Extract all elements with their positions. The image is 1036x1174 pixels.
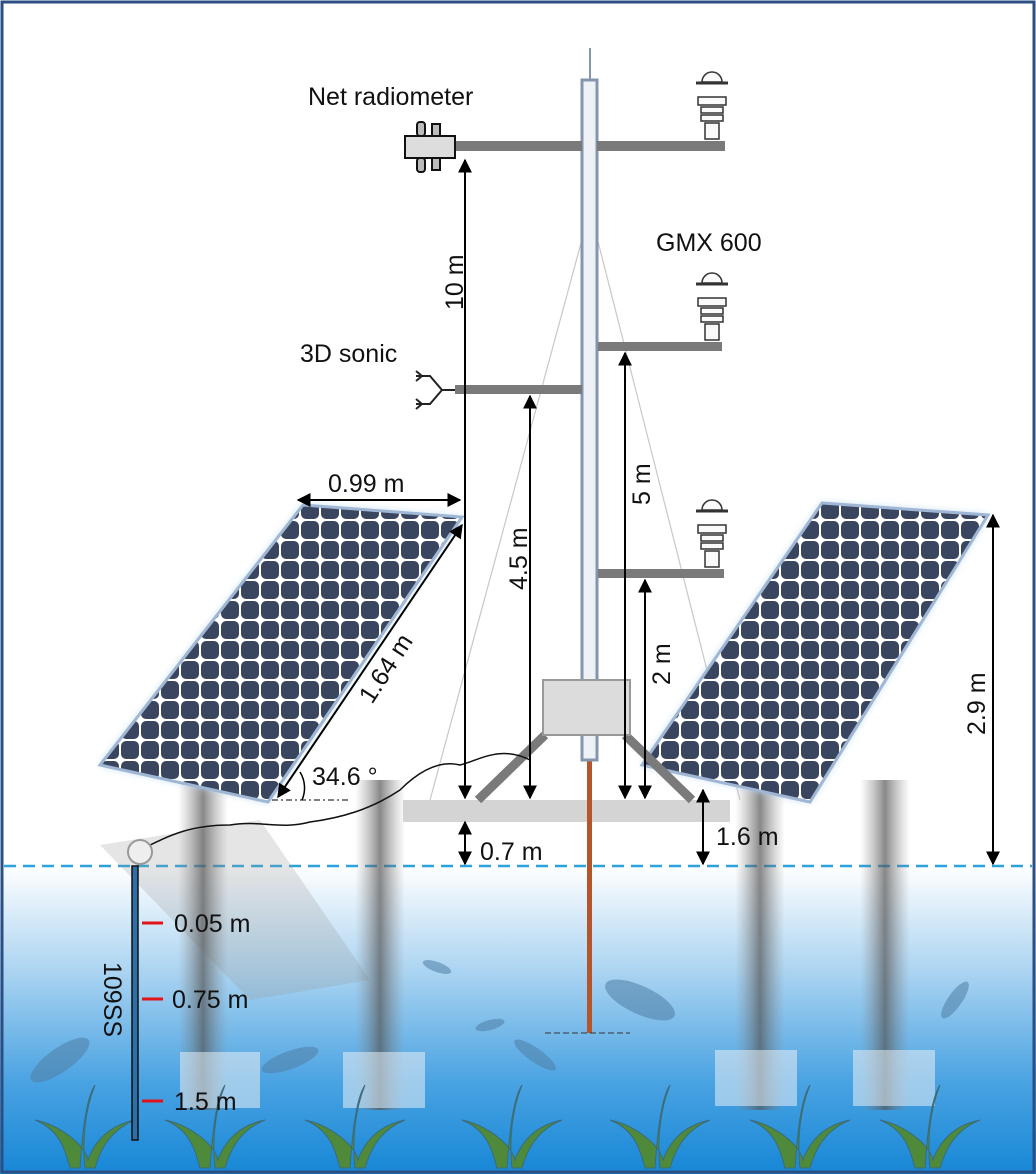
support-posts (178, 780, 935, 1110)
sonic-label: 3D sonic (300, 340, 397, 368)
gmx600-sensor-icon (696, 499, 728, 568)
panel-width-label: 0.99 m (328, 470, 404, 498)
mast (580, 78, 599, 762)
depth-0-05m-label: 0.05 m (174, 910, 250, 938)
height-10m-label: 10 m (441, 254, 469, 310)
tilt-angle-label: 34.6 ° (312, 763, 378, 791)
solar-panel-right (639, 501, 991, 804)
height-4-5m-label: 4.5 m (505, 527, 533, 590)
gmx600-sensor-icon (696, 272, 728, 341)
probe-float-icon (127, 839, 153, 865)
net-radiometer-label: Net radiometer (308, 83, 473, 111)
net-radiometer-icon (404, 121, 456, 173)
sensor-arms (455, 141, 725, 578)
height-5m-label: 5 m (628, 463, 656, 505)
height-1-6m-label: 1.6 m (716, 823, 779, 851)
anchor-rod (587, 735, 592, 1033)
height-2-9m-label: 2.9 m (963, 672, 991, 735)
data-logger-box (542, 679, 631, 736)
fish-silhouettes (30, 960, 969, 1083)
gmx600-label: GMX 600 (656, 229, 762, 257)
dimension-arrows (272, 158, 1000, 866)
height-2m-label: 2 m (648, 643, 676, 685)
probe-label: 109SS (98, 962, 126, 1037)
depth-0-75m-label: 0.75 m (172, 986, 248, 1014)
panel-shadow (100, 820, 370, 1000)
height-0-7m-label: 0.7 m (480, 838, 543, 866)
gmx600-sensor-icon (696, 71, 728, 140)
depth-1-5m-label: 1.5 m (174, 1088, 237, 1116)
floating-platform (403, 800, 730, 822)
sonic-anemometer-icon (415, 370, 455, 410)
aquatic-plants (34, 1084, 981, 1169)
depth-ticks (142, 921, 163, 1103)
temperature-probe-109ss (131, 865, 139, 1141)
